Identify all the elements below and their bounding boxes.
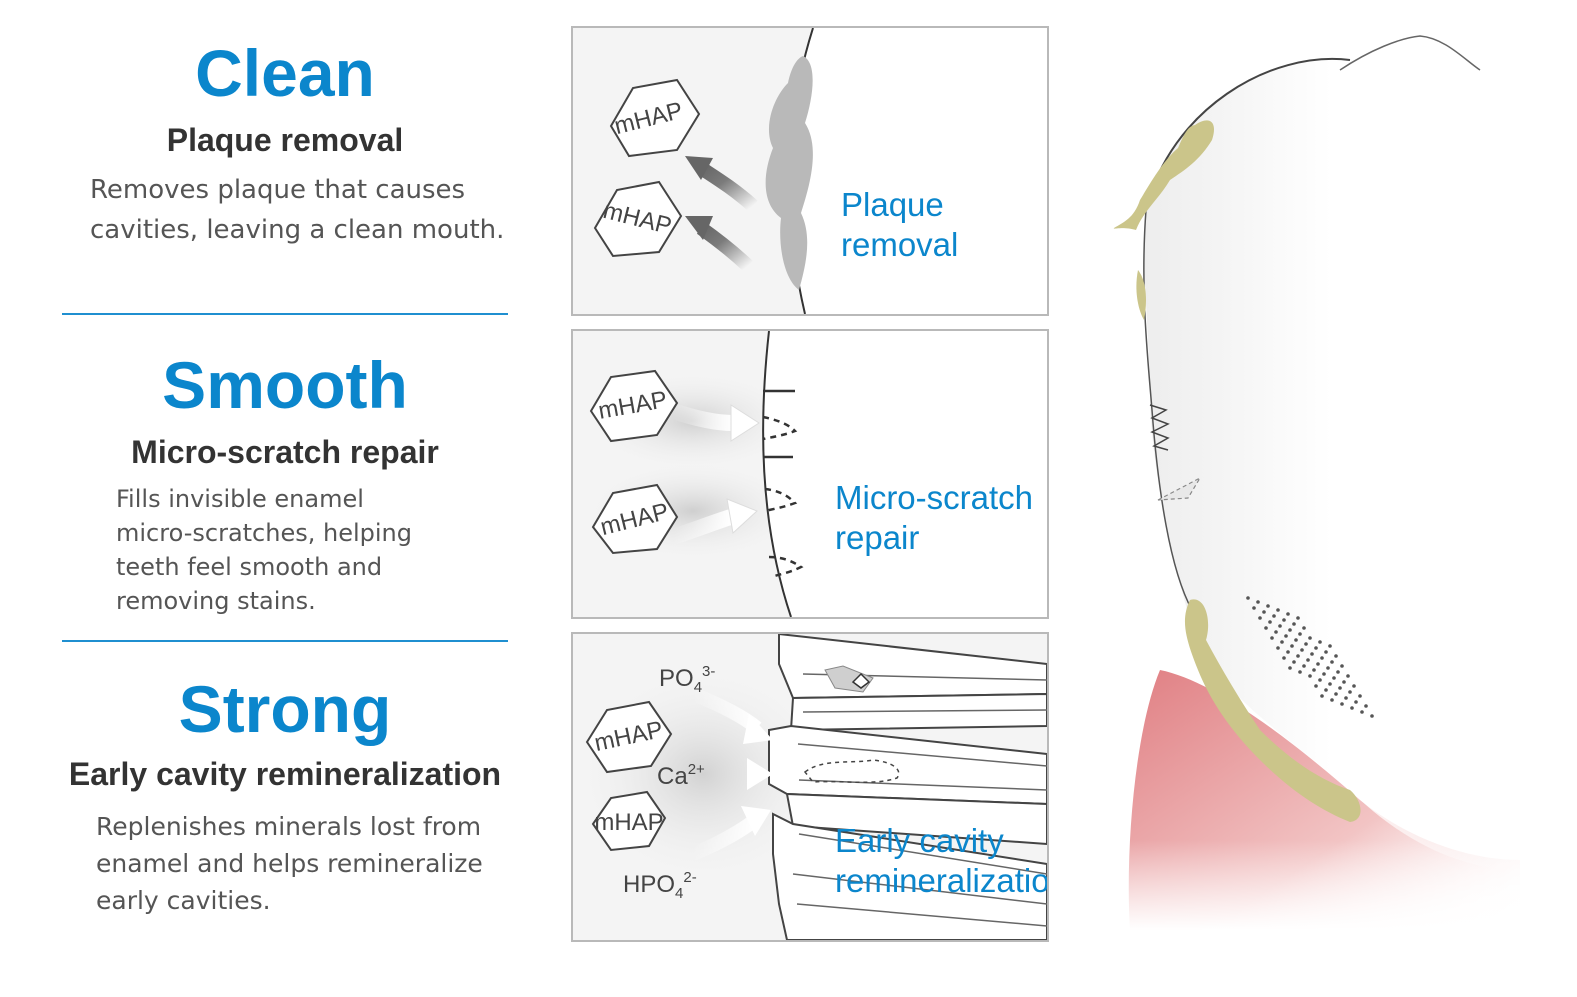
description-line: early cavities. (96, 886, 271, 915)
phosphate-ion-label: PO43- (659, 663, 715, 696)
divider (62, 313, 508, 315)
micro-scratch-illustration: mHAP mHAP Micro-scratch repair (583, 331, 1047, 617)
section-strong: Strong Early cavity remineralization (0, 676, 570, 793)
description-strong: Replenishes minerals lost from enamel an… (96, 808, 483, 919)
arrow-right (670, 403, 760, 442)
arrow-right (707, 758, 773, 790)
description-line: removing stains. (116, 587, 316, 615)
svg-text:mHAP: mHAP (594, 809, 663, 836)
panel-early-cavity-remineralization: PO43- Ca2+ HPO42- mHAP mHAP Early cavity… (571, 632, 1049, 942)
mhap-particle: mHAP (585, 700, 673, 774)
description-line: enamel and helps remineralize (96, 849, 483, 878)
enamel-surface (788, 28, 1047, 314)
panel-plaque-removal: mHAP mHAP Plaque removal (571, 26, 1049, 316)
cavity-dot (1282, 618, 1286, 622)
cavity-dot (1302, 626, 1306, 630)
calcium-ion-label: Ca2+ (657, 761, 705, 790)
svg-text:Ca2+: Ca2+ (657, 761, 705, 790)
plaque-deposit (765, 56, 813, 290)
mhap-particle: mHAP (589, 369, 679, 443)
cavity-dot (1272, 614, 1276, 618)
arrow-left-up (685, 156, 758, 212)
cavity-dot (1292, 622, 1296, 626)
cavity-dot (1246, 596, 1250, 600)
enamel-edge (762, 331, 792, 617)
scratch-marks (762, 389, 804, 579)
arrow-left-up (685, 216, 753, 272)
description-line: teeth feel smooth and (116, 553, 383, 581)
cavity-dot (1258, 616, 1262, 620)
neighbor-tooth-outline (1339, 35, 1481, 71)
headline-clean: Clean (195, 36, 375, 110)
mhap-particle: mHAP (593, 180, 683, 258)
plaque-deposit (1136, 270, 1146, 320)
cavity-dot (1296, 616, 1300, 620)
cavity-dot (1256, 600, 1260, 604)
subhead-strong: Early cavity remineralization (68, 756, 502, 792)
panel-label: Plaque (841, 186, 944, 223)
bottom-fade (1100, 630, 1520, 930)
panel-label: remineralization (835, 862, 1047, 899)
panel-label: removal (841, 226, 958, 263)
svg-text:HPO42-: HPO42- (623, 869, 697, 902)
divider (62, 640, 508, 642)
cavity-dot (1252, 606, 1256, 610)
enamel-surface (763, 331, 1047, 617)
cavity-dot (1266, 604, 1270, 608)
section-clean: Clean Plaque removal (0, 40, 570, 159)
arrow-right (690, 806, 771, 861)
description-clean: Removes plaque that causes cavities, lea… (90, 170, 504, 250)
mineral-loss (851, 672, 871, 689)
mhap-particle: mHAP (591, 790, 667, 852)
arrow-right (670, 498, 758, 545)
description-line: cavities, leaving a clean mouth. (90, 215, 505, 245)
mhap-particle: mHAP (591, 483, 679, 555)
headline-smooth: Smooth (162, 348, 408, 422)
micro-scratch-marks (1149, 404, 1170, 451)
panel-label: Micro-scratch (835, 479, 1033, 516)
description-smooth: Fills invisible enamel micro-scratches, … (116, 482, 412, 618)
svg-text:PO43-: PO43- (659, 663, 715, 696)
mhap-particle: mHAP (609, 78, 701, 158)
panel-label: Early cavity (835, 822, 1004, 859)
tooth-illustration (1100, 35, 1520, 930)
cavity-dot (1278, 624, 1282, 628)
description-line: micro-scratches, helping (116, 519, 412, 547)
cavity-dot (1286, 612, 1290, 616)
section-smooth: Smooth Micro-scratch repair (0, 352, 570, 471)
plaque-removal-illustration: mHAP mHAP Plaque removal (593, 28, 1047, 314)
cavity-dot (1264, 626, 1268, 630)
subhead-smooth: Micro-scratch repair (131, 434, 439, 470)
micro-scratch-marks (1157, 476, 1202, 501)
cavity-dot (1262, 610, 1266, 614)
panel-micro-scratch-repair: mHAP mHAP Micro-scratch repair (571, 329, 1049, 619)
arrow-right (690, 687, 773, 744)
early-cavity (803, 759, 900, 784)
plaque-deposit (1113, 120, 1215, 230)
headline-strong: Strong (178, 672, 392, 746)
description-line: Fills invisible enamel (116, 485, 364, 513)
remineralization-illustration: PO43- Ca2+ HPO42- mHAP mHAP Early cavity… (573, 634, 1047, 940)
hydrogen-phosphate-ion-label: HPO42- (623, 869, 697, 902)
cavity-dot (1268, 620, 1272, 624)
subhead-clean: Plaque removal (166, 122, 404, 158)
tooth-outline (1143, 209, 1193, 611)
panel-label: repair (835, 519, 919, 556)
cavity-dot (1276, 608, 1280, 612)
description-line: Replenishes minerals lost from (96, 812, 482, 841)
description-line: Removes plaque that causes (90, 175, 466, 205)
